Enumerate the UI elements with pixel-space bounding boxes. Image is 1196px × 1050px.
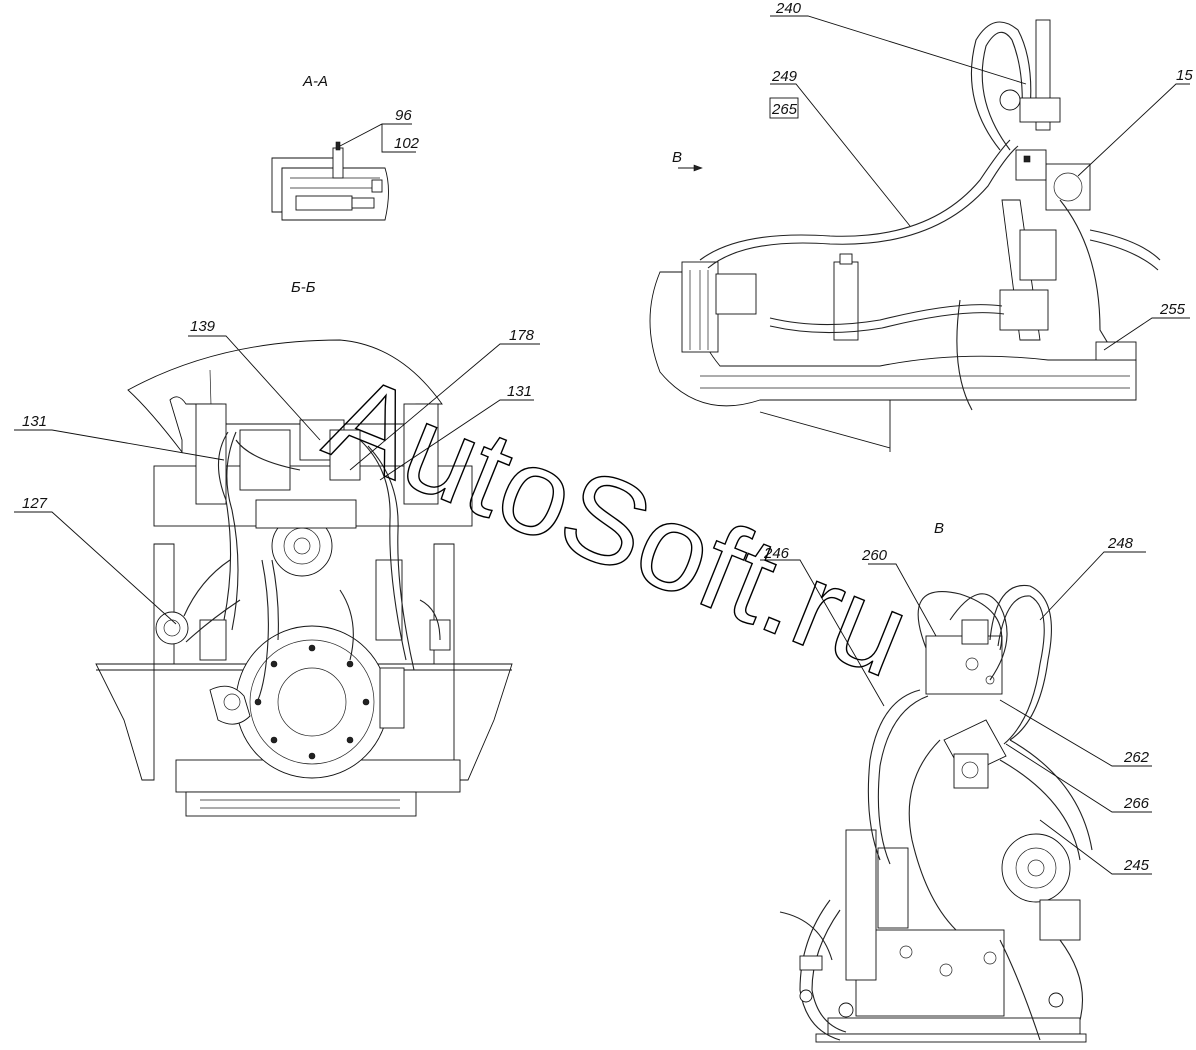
callout-262: 262 xyxy=(1123,749,1150,766)
section-aa-view: А-А 96 102 xyxy=(271,73,420,221)
callout-249: 249 xyxy=(771,68,798,85)
top-right-view: В xyxy=(649,0,1193,452)
view-v: В xyxy=(760,520,1152,1043)
callout-131-left: 131 xyxy=(22,413,47,430)
callout-255: 255 xyxy=(1159,301,1186,318)
section-bb-view: Б-Б xyxy=(14,279,540,817)
callout-102: 102 xyxy=(394,135,420,152)
callout-246: 246 xyxy=(763,545,790,562)
callout-127: 127 xyxy=(22,495,48,512)
callout-265: 265 xyxy=(771,101,798,118)
callout-260: 260 xyxy=(861,547,888,564)
callout-178: 178 xyxy=(509,327,535,344)
section-bb-title: Б-Б xyxy=(291,279,316,296)
callout-96: 96 xyxy=(395,107,412,124)
view-v-arrow-label: В xyxy=(672,149,682,166)
callout-15: 15 xyxy=(1176,67,1193,84)
callout-245: 245 xyxy=(1123,857,1150,874)
callout-248: 248 xyxy=(1107,535,1134,552)
callout-240: 240 xyxy=(775,0,802,17)
callout-131-right: 131 xyxy=(507,383,532,400)
section-aa-title: А-А xyxy=(302,73,328,90)
callout-266: 266 xyxy=(1123,795,1150,812)
callout-139: 139 xyxy=(190,318,216,335)
view-v-title: В xyxy=(934,520,944,537)
